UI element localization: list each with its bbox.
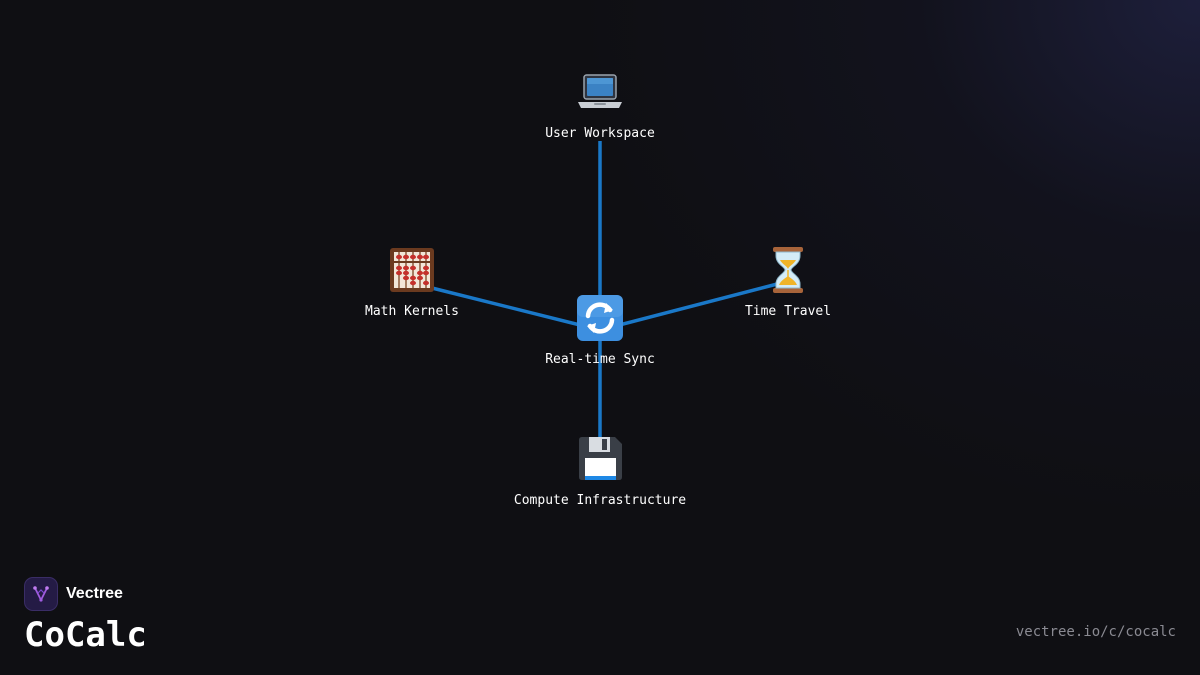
abacus-icon	[390, 248, 434, 292]
node-compute-infra[interactable]: Compute Infrastructure	[500, 433, 700, 509]
node-label-math-kernels: Math Kernels	[365, 304, 459, 319]
floppy-disk-icon	[579, 437, 622, 480]
project-title: CoCalc	[24, 615, 147, 655]
node-label-user-workspace: User Workspace	[545, 126, 655, 141]
node-user-workspace[interactable]: User Workspace	[500, 66, 700, 142]
laptop-icon	[578, 74, 622, 108]
node-label-realtime-sync: Real-time Sync	[545, 352, 655, 367]
node-realtime-sync[interactable]: Real-time Sync	[500, 292, 700, 368]
sync-arrows-icon	[577, 295, 623, 341]
node-math-kernels[interactable]: Math Kernels	[312, 244, 512, 320]
node-label-time-travel: Time Travel	[744, 304, 832, 319]
brand-block: Vectree CoCalc	[24, 577, 147, 655]
node-time-travel[interactable]: Time Travel	[688, 244, 888, 320]
node-label-compute-infra: Compute Infrastructure	[513, 493, 687, 508]
vectree-logo-glyph	[33, 586, 49, 602]
edge-sync-to-math-kernels	[419, 283, 601, 332]
edge-sync-to-time-travel	[599, 280, 786, 332]
hourglass-icon	[773, 247, 803, 293]
brand-name: Vectree	[66, 585, 123, 602]
site-url[interactable]: vectree.io/c/cocalc	[1015, 624, 1176, 640]
vectree-logo-icon[interactable]	[24, 577, 58, 611]
brand-row: Vectree	[24, 577, 147, 611]
